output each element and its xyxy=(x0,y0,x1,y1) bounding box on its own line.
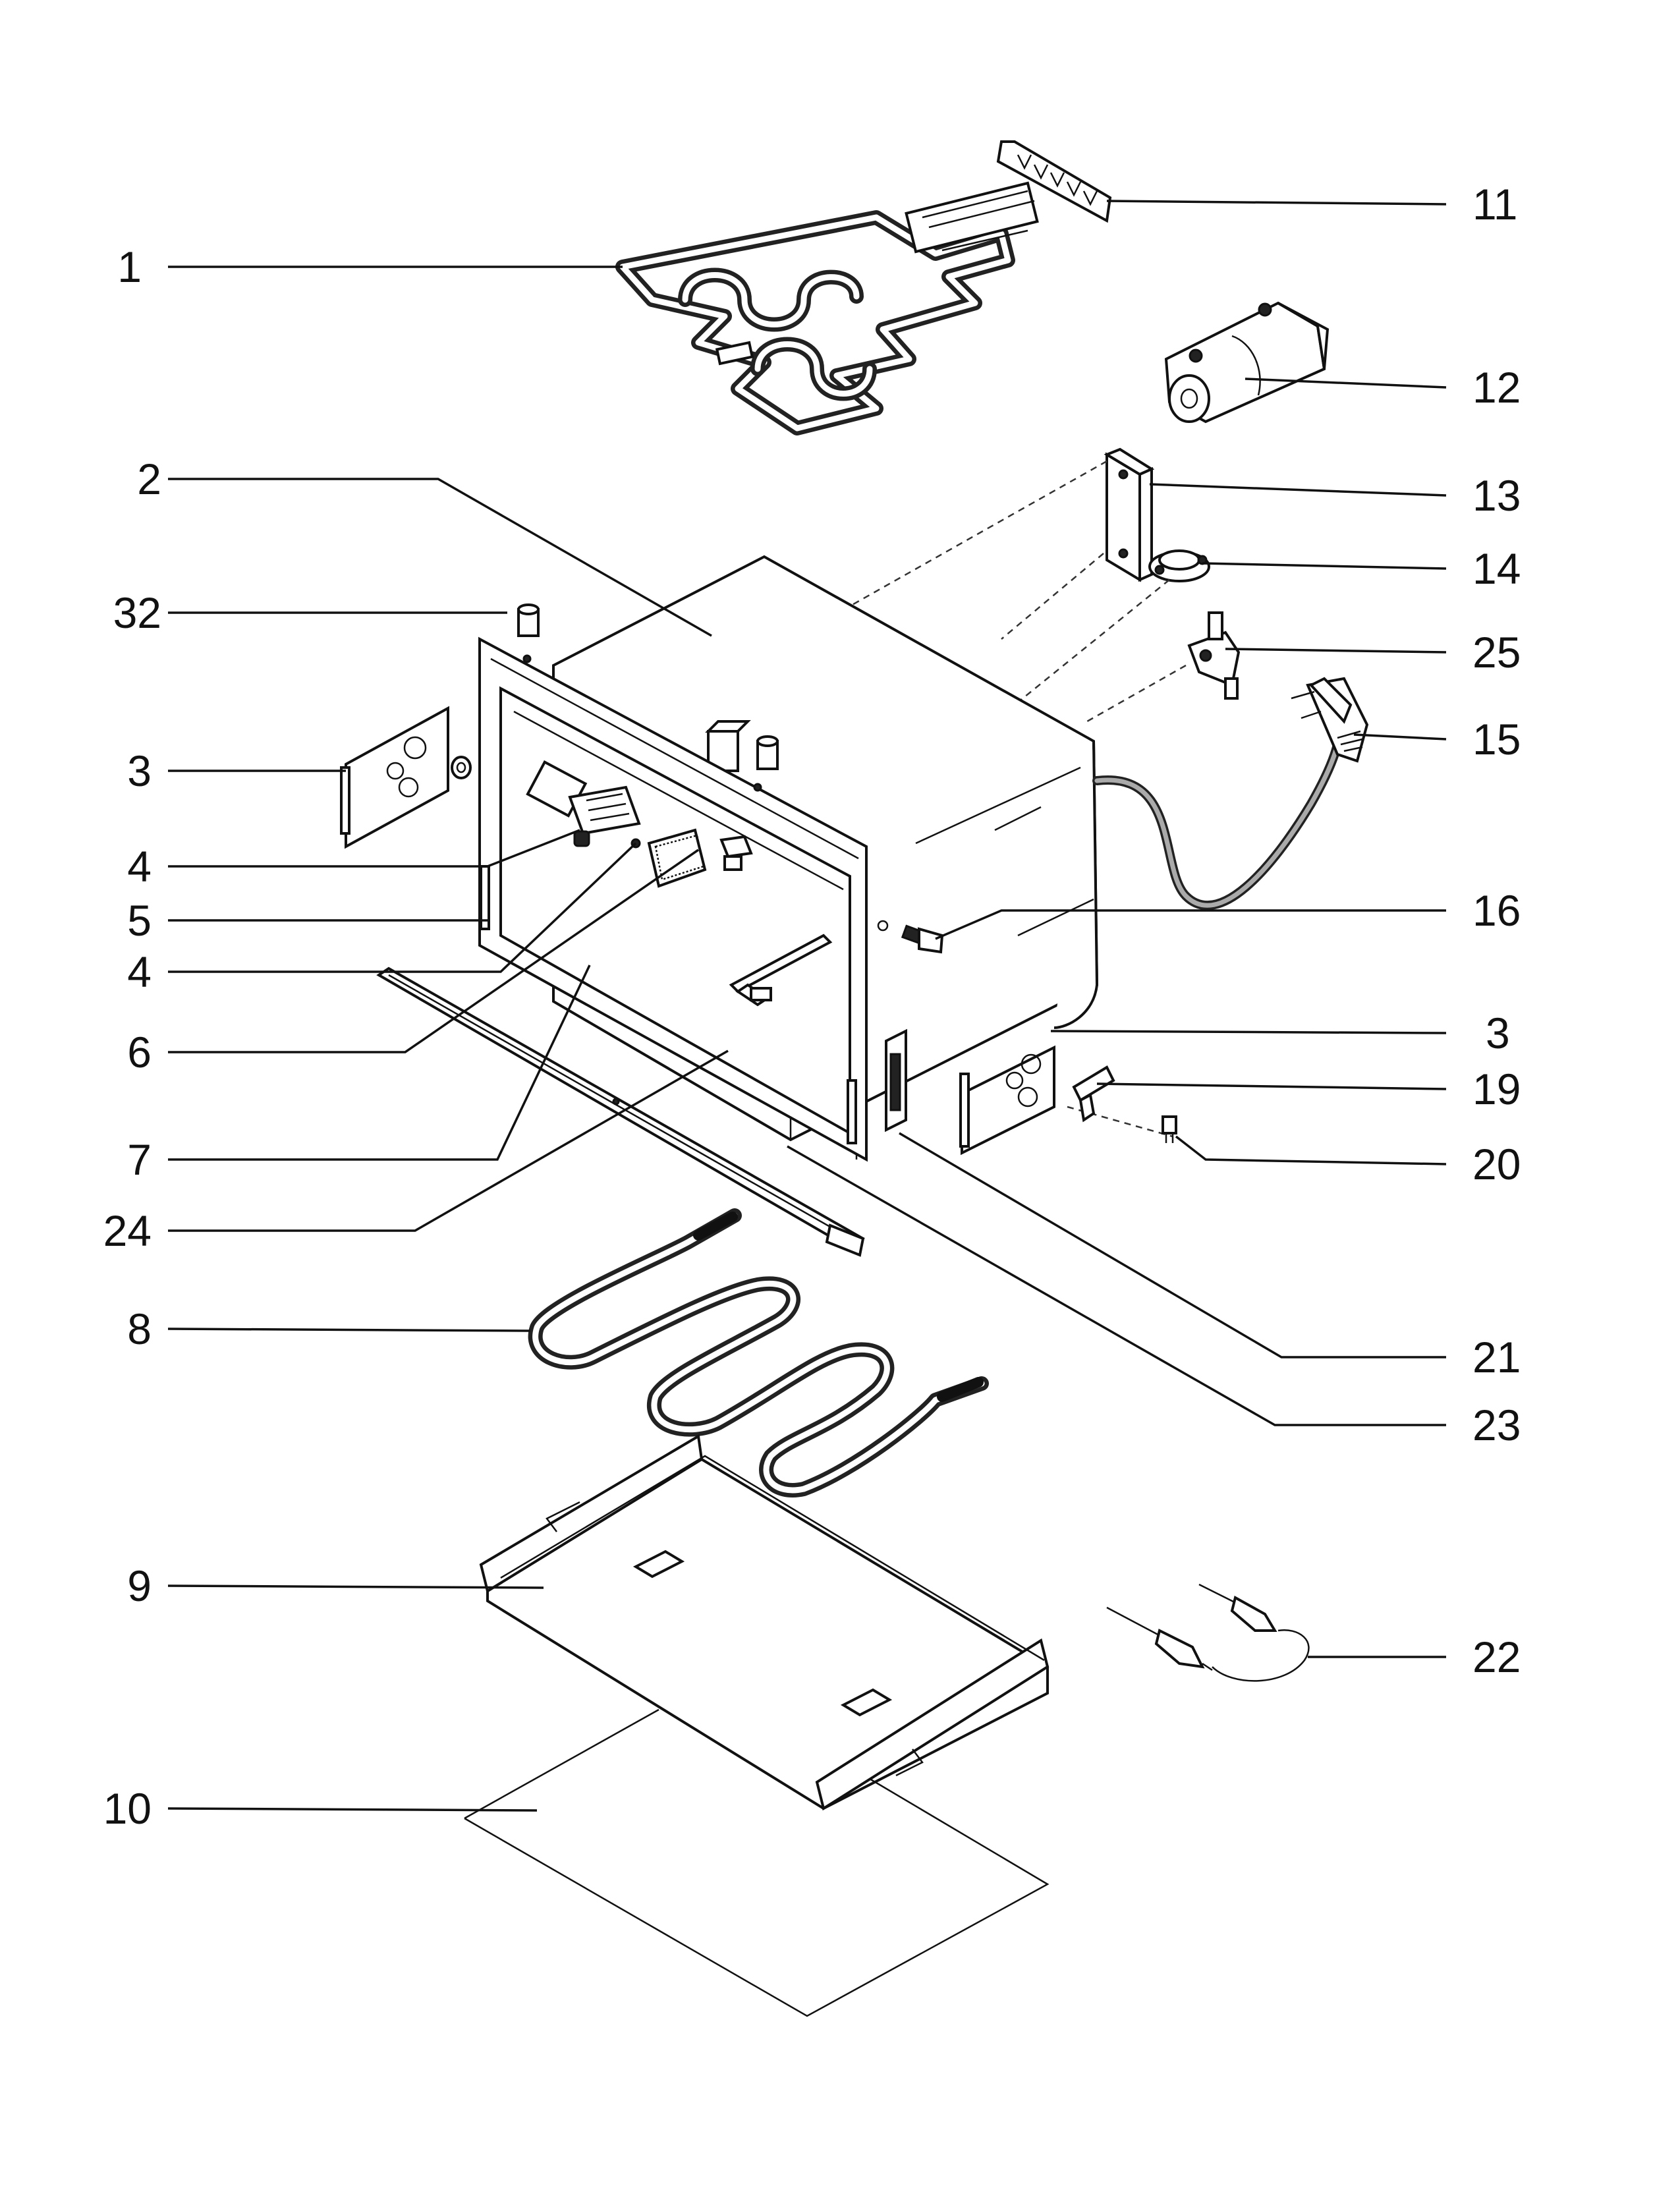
part-label-2: 2 xyxy=(137,455,161,503)
cable-clamp-icon xyxy=(901,924,944,954)
part-label-15: 15 xyxy=(1472,715,1521,764)
part-label-13: 13 xyxy=(1472,471,1521,520)
thermostat-icon xyxy=(1148,549,1210,582)
part-label-4: 4 xyxy=(127,842,152,891)
part-label-16: 16 xyxy=(1472,886,1521,935)
part-label-1: 1 xyxy=(117,242,142,291)
lamp-holder-icon xyxy=(526,760,641,849)
part-label-3: 3 xyxy=(127,746,152,795)
part-label-25: 25 xyxy=(1472,628,1521,677)
micro-switch-icon xyxy=(1162,1115,1177,1143)
part-label-21: 21 xyxy=(1472,1333,1521,1382)
bottom-heating-element-icon xyxy=(528,1208,989,1497)
door-hinge-icon xyxy=(885,1028,907,1133)
part-label-10: 10 xyxy=(103,1784,152,1833)
switch-bracket-icon xyxy=(1072,1065,1115,1123)
fan-motor-icon xyxy=(1164,301,1330,424)
side-rack-plate-icon xyxy=(959,1045,1055,1156)
mains-plug-icon xyxy=(1092,677,1369,910)
part-label-12: 12 xyxy=(1472,363,1521,412)
mounting-bracket-icon xyxy=(729,934,833,1007)
part-number-labels: 1 2 32 3 4 5 4 6 7 24 8 9 10 11 12 13 14… xyxy=(103,180,1521,1833)
part-label-8: 8 xyxy=(127,1304,152,1353)
terminal-strip-icon xyxy=(996,140,1112,223)
part-label-32: 32 xyxy=(113,588,161,637)
part-label-23: 23 xyxy=(1472,1401,1521,1449)
part-label-9: 9 xyxy=(127,1561,152,1610)
part-label-20: 20 xyxy=(1472,1140,1521,1189)
safety-thermostat-icon xyxy=(1187,611,1241,700)
insulation-sheet-icon xyxy=(464,1708,1050,2017)
part-label-22: 22 xyxy=(1472,1633,1521,1681)
leader-lines xyxy=(167,200,1447,1812)
bottom-plate-icon xyxy=(479,1434,1050,1811)
part-label-6: 6 xyxy=(127,1028,152,1077)
part-label-11: 11 xyxy=(1472,180,1518,229)
spacer-icon xyxy=(517,603,540,637)
part-label-19: 19 xyxy=(1472,1065,1521,1113)
side-rack-plate-icon xyxy=(340,706,472,849)
part-label-14: 14 xyxy=(1472,544,1521,593)
terminal-block-icon xyxy=(1104,447,1155,582)
part-label-5: 5 xyxy=(127,896,152,945)
part-label-24: 24 xyxy=(103,1206,152,1255)
part-label-3b: 3 xyxy=(1486,1009,1510,1057)
grill-heating-element-icon xyxy=(615,181,1039,435)
part-label-4b: 4 xyxy=(127,947,152,996)
lamp-cover-icon xyxy=(647,828,707,888)
lamp-holder-icon xyxy=(719,835,753,871)
meat-probe-icon xyxy=(1106,1583,1310,1682)
part-label-7: 7 xyxy=(127,1135,152,1184)
